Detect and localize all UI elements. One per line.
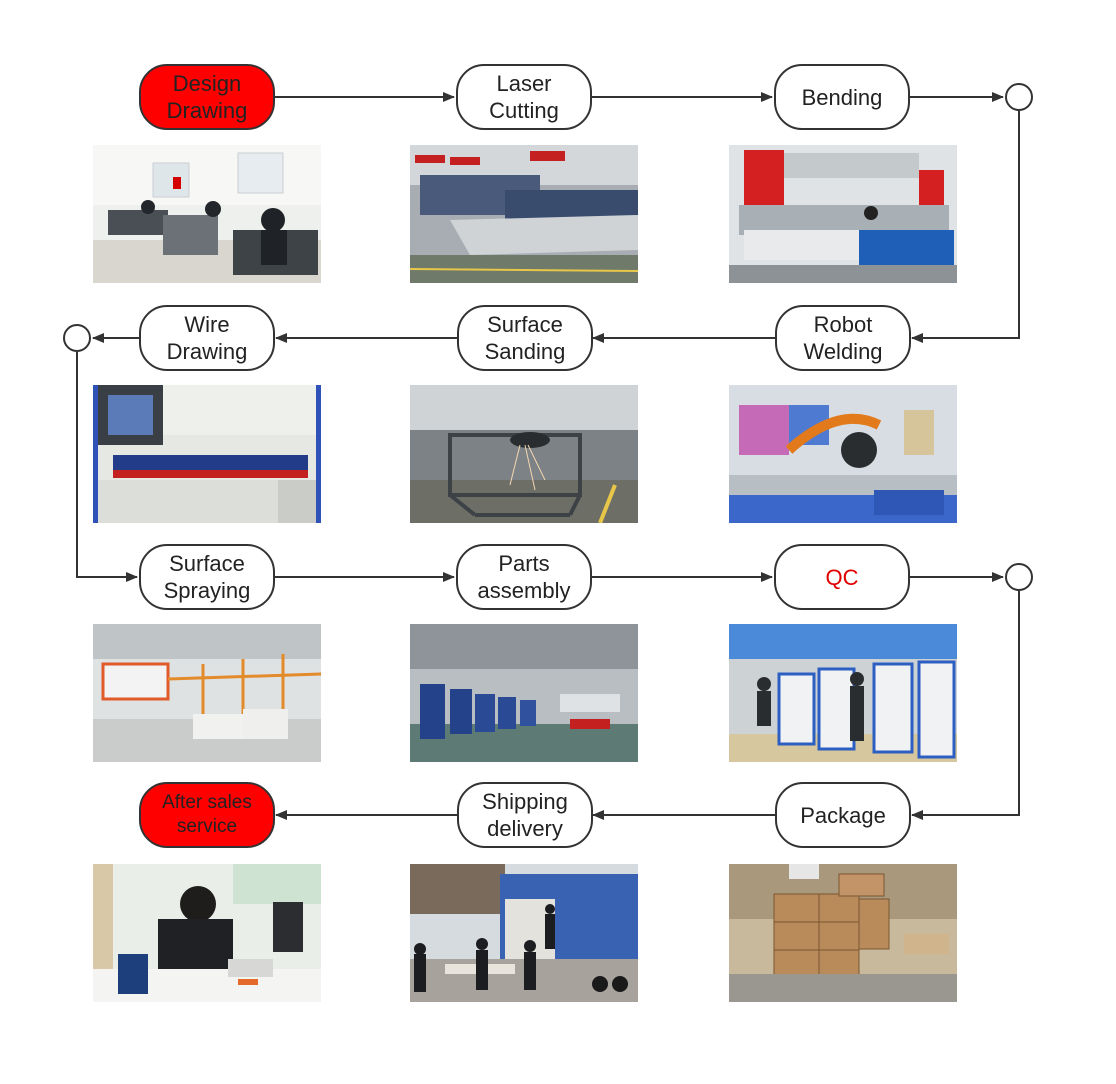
spray-line-photo	[93, 624, 321, 762]
step-parts-assembly: Parts assembly	[456, 544, 592, 610]
office-desks-photo	[93, 145, 321, 283]
joint-circle-1	[1005, 83, 1033, 111]
step-design-drawing: Design Drawing	[139, 64, 275, 130]
truck-loading-photo	[410, 864, 638, 1002]
welding-robot-photo	[729, 385, 957, 523]
step-shipping-delivery: Shipping delivery	[457, 782, 593, 848]
step-bending: Bending	[774, 64, 910, 130]
assembly-hall-photo	[410, 624, 638, 762]
step-qc: QC	[774, 544, 910, 610]
step-robot-welding: Robot Welding	[775, 305, 911, 371]
connector-joint-left	[76, 352, 138, 582]
connector-joint-right-1	[911, 111, 1020, 343]
step-surface-sanding: Surface Sanding	[457, 305, 593, 371]
step-package: Package	[775, 782, 911, 848]
wire-drawing-machine-photo	[93, 385, 321, 523]
step-wire-drawing: Wire Drawing	[139, 305, 275, 371]
step-laser-cutting: Laser Cutting	[456, 64, 592, 130]
wooden-crates-photo	[729, 864, 957, 1002]
press-brake-photo	[729, 145, 957, 283]
step-after-sales-service: After sales service	[139, 782, 275, 848]
qc-kiosks-photo	[729, 624, 957, 762]
step-surface-spraying: Surface Spraying	[139, 544, 275, 610]
sanding-frame-photo	[410, 385, 638, 523]
connector-joint-right-2	[911, 591, 1020, 820]
joint-circle-3	[1005, 563, 1033, 591]
laser-cutter-photo	[410, 145, 638, 283]
service-desk-photo	[93, 864, 321, 1002]
joint-circle-2	[63, 324, 91, 352]
